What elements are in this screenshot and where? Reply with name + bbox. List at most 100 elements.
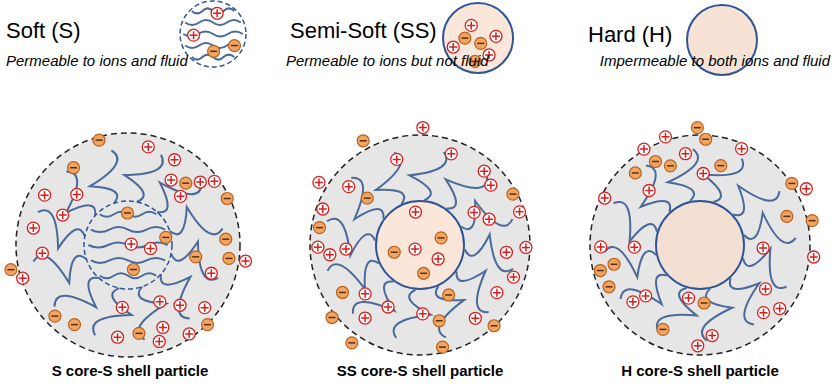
anion — [346, 337, 358, 349]
plus-sign — [393, 155, 401, 163]
anion — [594, 265, 606, 277]
anion — [698, 297, 710, 309]
anion — [228, 40, 240, 52]
plus-sign — [449, 43, 457, 51]
plus-sign — [41, 191, 49, 199]
plus-sign — [156, 298, 164, 306]
polymer-chain — [161, 274, 191, 318]
cation — [599, 192, 611, 204]
anion — [133, 327, 145, 339]
polymer-chain — [66, 171, 96, 215]
anion — [715, 160, 727, 172]
cation — [485, 179, 497, 191]
plus-sign — [419, 310, 427, 318]
cation — [640, 290, 652, 302]
cation — [144, 242, 156, 254]
polymer-chain — [100, 273, 157, 278]
cation — [71, 188, 83, 200]
minus-sign — [652, 161, 659, 163]
plus-sign — [144, 143, 152, 151]
hard-core — [656, 201, 744, 289]
plus-sign — [480, 167, 488, 175]
anion — [127, 263, 139, 275]
plus-sign — [411, 245, 419, 253]
polymer-chain — [641, 166, 670, 212]
minus-sign — [809, 220, 816, 222]
minus-sign — [509, 193, 516, 195]
cation — [432, 253, 444, 265]
plus-sign — [207, 269, 215, 277]
cation — [692, 340, 704, 352]
cation — [125, 238, 137, 250]
minus-sign — [96, 139, 103, 141]
anion — [180, 177, 192, 189]
polymer-chain — [91, 227, 165, 232]
cation — [183, 328, 195, 340]
anion — [314, 222, 326, 234]
minus-sign — [364, 197, 371, 199]
plus-sign — [361, 314, 369, 322]
polymer-chain — [733, 186, 779, 215]
polymer-chain — [704, 159, 744, 202]
polymer-chain — [436, 286, 464, 337]
polymer-chain — [328, 261, 379, 289]
cation — [116, 301, 128, 313]
minus-sign — [222, 238, 229, 240]
polymer-chain — [353, 281, 394, 313]
minus-sign — [477, 43, 484, 45]
plus-sign — [412, 208, 420, 216]
plus-sign — [419, 124, 427, 132]
plus-sign — [776, 305, 784, 313]
anion — [190, 251, 202, 263]
anion — [220, 233, 232, 245]
plus-sign — [661, 133, 669, 141]
cation — [169, 154, 181, 166]
plus-sign — [114, 333, 122, 341]
type-heading: Soft (S) — [6, 18, 176, 43]
minus-sign — [182, 182, 189, 184]
polymer-chain — [171, 242, 218, 280]
polymer-chain — [394, 290, 431, 338]
anion — [388, 246, 400, 258]
minus-sign — [210, 51, 217, 53]
anion — [221, 193, 233, 205]
plus-sign — [146, 244, 154, 252]
plus-sign — [681, 150, 689, 158]
cation — [500, 246, 512, 258]
polymer-chain — [91, 258, 165, 263]
cation — [27, 222, 39, 234]
anion — [691, 122, 703, 134]
cation — [483, 213, 495, 225]
anion — [160, 231, 172, 243]
minus-sign — [348, 342, 355, 344]
plus-sign — [345, 183, 353, 191]
soft-shell — [310, 135, 530, 355]
minus-sign — [420, 273, 427, 275]
plus-sign — [685, 294, 693, 302]
minus-sign — [701, 302, 708, 304]
plus-sign — [760, 309, 768, 317]
minus-sign — [391, 252, 398, 254]
plus-sign — [118, 303, 126, 311]
cation — [595, 241, 607, 253]
plus-sign — [470, 208, 478, 216]
minus-sign — [225, 258, 232, 260]
cation — [17, 272, 29, 284]
plus-sign — [314, 243, 322, 251]
polymer-chain — [185, 20, 241, 25]
minus-sign — [717, 165, 724, 167]
cation — [508, 271, 520, 283]
anion — [202, 319, 214, 331]
cation — [153, 335, 165, 347]
anion — [68, 319, 80, 331]
minus-sign — [135, 333, 142, 335]
plus-sign — [127, 240, 135, 248]
plus-sign — [492, 32, 500, 40]
cation — [447, 41, 459, 53]
particle-caption: SS core-S shell particle — [300, 362, 540, 379]
plus-sign — [177, 192, 185, 200]
anion — [208, 45, 220, 57]
cation — [57, 209, 69, 221]
anion — [418, 267, 430, 279]
anion — [629, 167, 641, 179]
